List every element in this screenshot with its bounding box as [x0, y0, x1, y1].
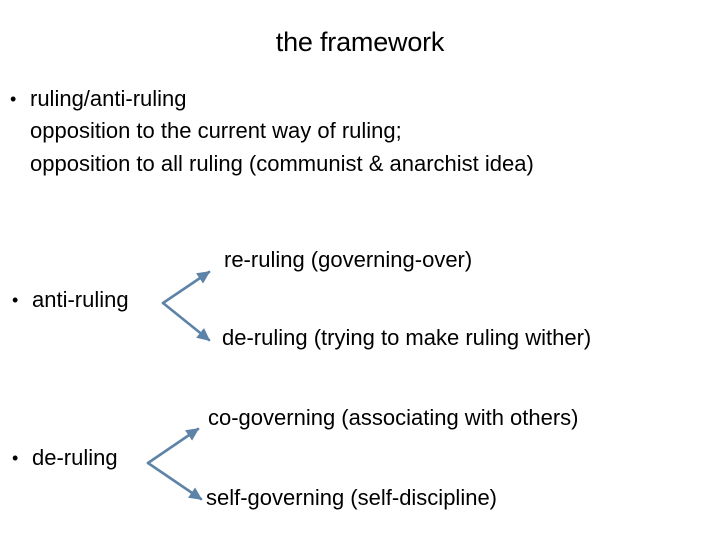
- bullet-dot-icon: •: [12, 290, 19, 310]
- branch-label-text: anti-ruling: [32, 287, 129, 312]
- branch-label-de-ruling: • de-ruling: [12, 443, 118, 473]
- branch-label-text: de-ruling: [32, 445, 118, 470]
- intro-bullet-label: ruling/anti-ruling: [30, 86, 187, 111]
- intro-line-2: opposition to all ruling (communist & an…: [30, 151, 534, 176]
- branch-child-co-governing: co-governing (associating with others): [208, 405, 579, 430]
- intro-bullet-block: • ruling/anti-ruling opposition to the c…: [10, 84, 700, 180]
- branch-group-anti-ruling: • anti-ruling re-ruling (governing-over)…: [0, 245, 720, 370]
- list-item: • ruling/anti-ruling: [10, 84, 700, 114]
- branch-label-anti-ruling: • anti-ruling: [12, 285, 129, 315]
- bullet-dot-icon: •: [10, 89, 17, 109]
- intro-line-1: opposition to the current way of ruling;: [30, 118, 402, 143]
- bullet-dot-icon: •: [12, 448, 19, 468]
- branch-group-de-ruling: • de-ruling co-governing (associating wi…: [0, 403, 720, 528]
- branch-child-de-ruling: de-ruling (trying to make ruling wither): [222, 325, 592, 350]
- page-title: the framework: [275, 27, 445, 57]
- branch-child-self-governing: self-governing (self-discipline): [206, 485, 498, 510]
- branch-child-re-ruling: re-ruling (governing-over): [224, 247, 473, 272]
